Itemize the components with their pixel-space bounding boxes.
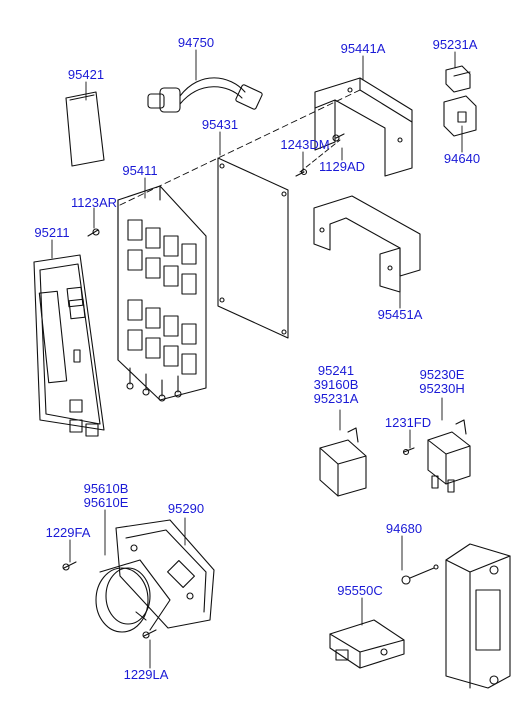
sensor-94750-drawing: [147, 77, 263, 113]
label-group-horn: 95610B 95610E: [84, 482, 129, 510]
label-95211: 95211: [34, 225, 70, 240]
label-95610B: 95610B: [83, 481, 129, 496]
label-94680: 94680: [385, 521, 423, 536]
panel-95431-drawing: [217, 157, 289, 339]
label-1231FD: 1231FD: [384, 415, 432, 430]
label-39160B: 39160B: [313, 377, 359, 392]
cover-95421-drawing: [65, 91, 105, 167]
relay-95230-drawing: [427, 419, 471, 493]
bracket-95441A-drawing: [314, 77, 413, 177]
label-95441A: 95441A: [340, 41, 386, 56]
screws-horn: [62, 561, 157, 639]
label-95451A: 95451A: [377, 307, 423, 322]
label-95610E: 95610E: [83, 495, 129, 510]
label-1129AD: 1129AD: [318, 159, 366, 174]
bracket-95290-drawing: [115, 519, 215, 629]
junction-box-95411-drawing: [117, 185, 207, 402]
relay-95241-drawing: [319, 427, 367, 497]
label-1243DM: 1243DM: [280, 137, 330, 152]
label-group-relay2: 95230E 95230H: [419, 368, 465, 396]
module-housing-drawing: [445, 543, 511, 689]
relay-94640-drawing: [443, 95, 477, 137]
horn-95610B-drawing: [95, 559, 171, 633]
relay-95231A-drawing: [445, 65, 471, 93]
label-95241: 95241: [317, 363, 355, 378]
label-group-relay: 95241 39160B 95231A: [314, 364, 359, 406]
label-94640: 94640: [443, 151, 481, 166]
screws-top: [295, 133, 345, 177]
cover-95211-drawing: [33, 254, 105, 437]
label-1123AR: 1123AR: [70, 195, 118, 210]
sensor-94680-drawing: [401, 564, 439, 585]
bracket-95451A-drawing: [313, 195, 421, 293]
label-95290: 95290: [167, 501, 205, 516]
screw-1231FD: [402, 447, 415, 456]
label-95431: 95431: [201, 117, 239, 132]
label-95231A-top: 95231A: [432, 37, 478, 52]
module-95550C-drawing: [329, 619, 405, 669]
label-1229LA: 1229LA: [123, 667, 169, 682]
label-95230H: 95230H: [419, 381, 465, 396]
screw-1123AR: [87, 228, 100, 237]
label-94750: 94750: [177, 35, 215, 50]
label-95411: 95411: [122, 163, 158, 178]
label-95230E: 95230E: [419, 367, 465, 382]
label-95421: 95421: [67, 67, 105, 82]
label-95550C: 95550C: [337, 583, 383, 598]
label-1229FA: 1229FA: [45, 525, 91, 540]
label-95231A: 95231A: [313, 391, 359, 406]
